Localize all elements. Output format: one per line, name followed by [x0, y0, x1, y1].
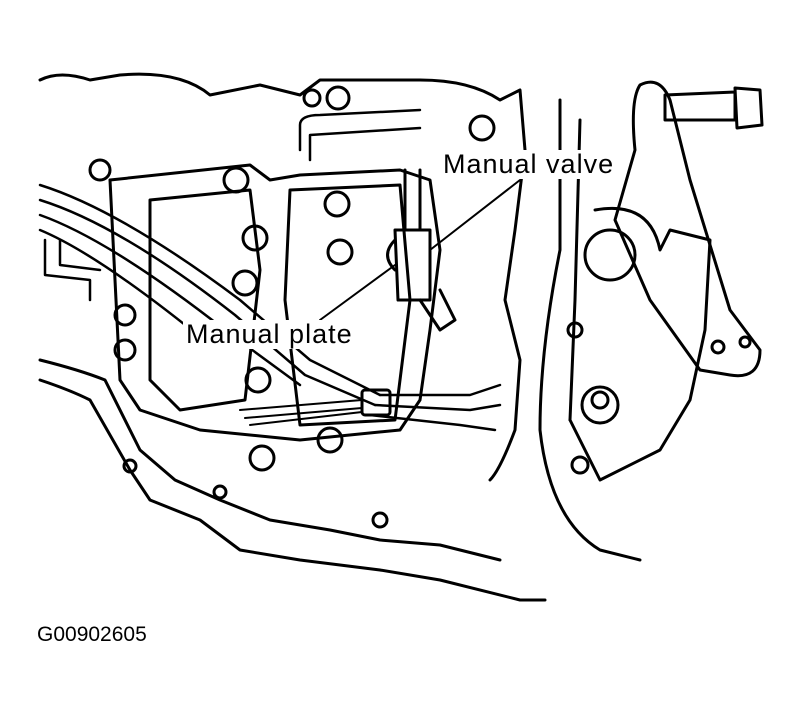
harness-connector	[360, 388, 392, 417]
lever-pivot-hole	[710, 339, 726, 355]
leader-manual-valve	[429, 179, 521, 251]
leader-manual-plate	[319, 264, 396, 321]
case-outline	[38, 72, 527, 482]
manual-lever	[613, 80, 762, 378]
case-flange-inner	[38, 358, 502, 562]
right-housing	[538, 98, 642, 562]
harness-wires	[239, 399, 363, 426]
manual-plate	[418, 288, 457, 332]
valve-body	[108, 163, 442, 442]
manual-valve-body	[393, 228, 432, 302]
figure-code: G00902605	[37, 623, 147, 646]
right-cover	[568, 206, 712, 482]
manual-plate-label: Manual plate	[183, 320, 356, 349]
case-lower-flange	[38, 378, 547, 602]
manual-valve-label: Manual valve	[440, 150, 618, 179]
cover-boss	[583, 228, 637, 282]
right-housing-2	[568, 118, 582, 422]
cover-boss-2	[580, 385, 620, 425]
manual-valve-stem	[403, 168, 422, 232]
valve-body-right	[283, 183, 412, 427]
valve-body-inner	[148, 188, 262, 412]
lever-hole	[738, 335, 752, 349]
detent-bolt	[663, 86, 764, 130]
